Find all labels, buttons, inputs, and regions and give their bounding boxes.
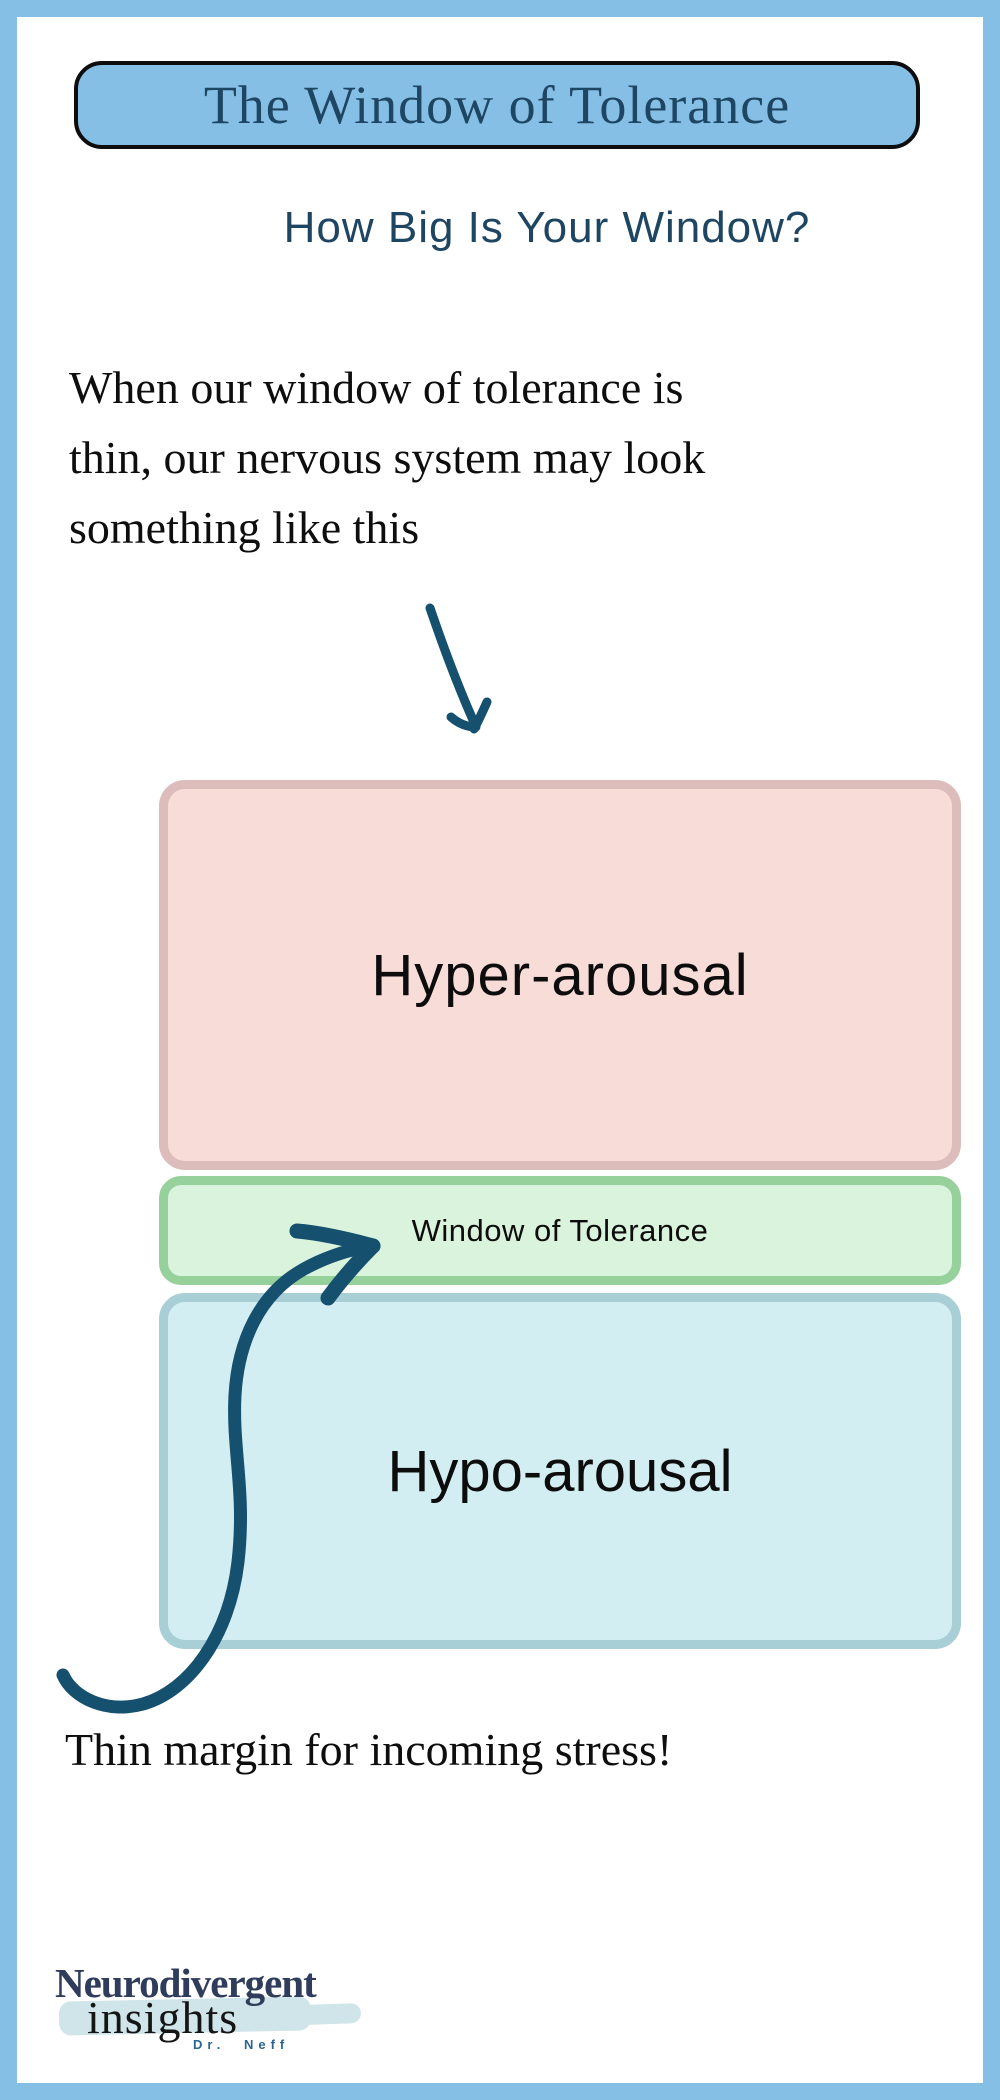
- page-title: The Window of Tolerance: [203, 75, 791, 135]
- intro-line-3: something like this: [69, 502, 420, 553]
- hyper-arousal-box: Hyper-arousal: [159, 780, 961, 1170]
- logo-insights: insights: [87, 1992, 239, 2043]
- window-of-tolerance-band: Window of Tolerance: [159, 1176, 961, 1285]
- intro-paragraph: When our window of tolerance is thin, ou…: [69, 353, 969, 563]
- window-of-tolerance-label: Window of Tolerance: [411, 1212, 709, 1248]
- down-arrow-icon: [425, 603, 492, 734]
- intro-line-1: When our window of tolerance is: [69, 362, 684, 413]
- caption: Thin margin for incoming stress!: [65, 1724, 673, 1775]
- title-banner: The Window of Tolerance: [74, 61, 920, 149]
- intro-line-2: thin, our nervous system may look: [69, 432, 706, 483]
- hypo-arousal-box: Hypo-arousal: [159, 1293, 961, 1649]
- logo-dr-neff: Dr. Neff: [193, 2037, 290, 2052]
- hypo-arousal-label: Hypo-arousal: [387, 1438, 733, 1504]
- logo: Neurodivergent insights Dr. Neff: [55, 1959, 385, 2069]
- subtitle: How Big Is Your Window?: [283, 203, 811, 252]
- logo-neurodivergent: Neurodivergent: [55, 1960, 317, 2006]
- hyper-arousal-label: Hyper-arousal: [371, 942, 749, 1008]
